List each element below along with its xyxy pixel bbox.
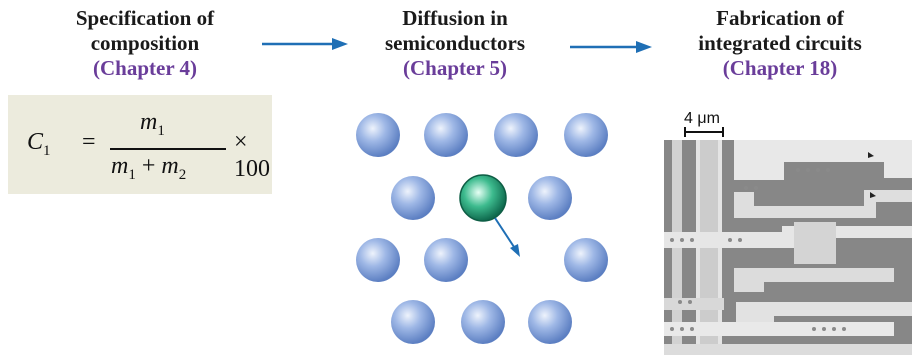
host-atom [461,300,505,344]
host-atom [528,300,572,344]
arrow-right-icon [262,36,350,52]
integrated-circuit-micrograph [664,140,912,355]
column-title-fabrication: Fabrication of integrated circuits (Chap… [655,6,905,81]
title-line1: Diffusion in [360,6,550,31]
host-atom [494,113,538,157]
host-atom [356,113,400,157]
title-line2: semiconductors [360,31,550,56]
host-atom [356,238,400,282]
formula-times-100: × 100 [234,129,272,183]
title-line1: Specification of [40,6,250,31]
title-line1: Fabrication of [655,6,905,31]
host-atom [424,238,468,282]
column-title-composition: Specification of composition (Chapter 4) [40,6,250,81]
host-atom [391,176,435,220]
arrow-right-icon [570,39,654,55]
host-atom [424,113,468,157]
host-atom [564,113,608,157]
host-atom [564,238,608,282]
formula-numerator: m1 [140,109,165,140]
chapter-ref: (Chapter 5) [360,56,550,81]
composition-formula: C1 = m1 m1 + m2 × 100 [8,95,272,194]
formula-equals: = [82,129,96,156]
solute-atom [460,175,506,221]
title-line2: integrated circuits [655,31,905,56]
title-line2: composition [40,31,250,56]
diffusion-lattice [340,100,630,355]
chapter-ref: (Chapter 4) [40,56,250,81]
chapter-ref: (Chapter 18) [655,56,905,81]
formula-lhs: C1 [27,129,51,160]
host-atom [528,176,572,220]
formula-denominator: m1 + m2 [111,153,186,184]
scale-bar-icon [683,126,725,138]
diffusion-arrow-icon [495,218,520,257]
fraction-bar [110,148,226,150]
column-title-diffusion: Diffusion in semiconductors (Chapter 5) [360,6,550,81]
host-atom [391,300,435,344]
